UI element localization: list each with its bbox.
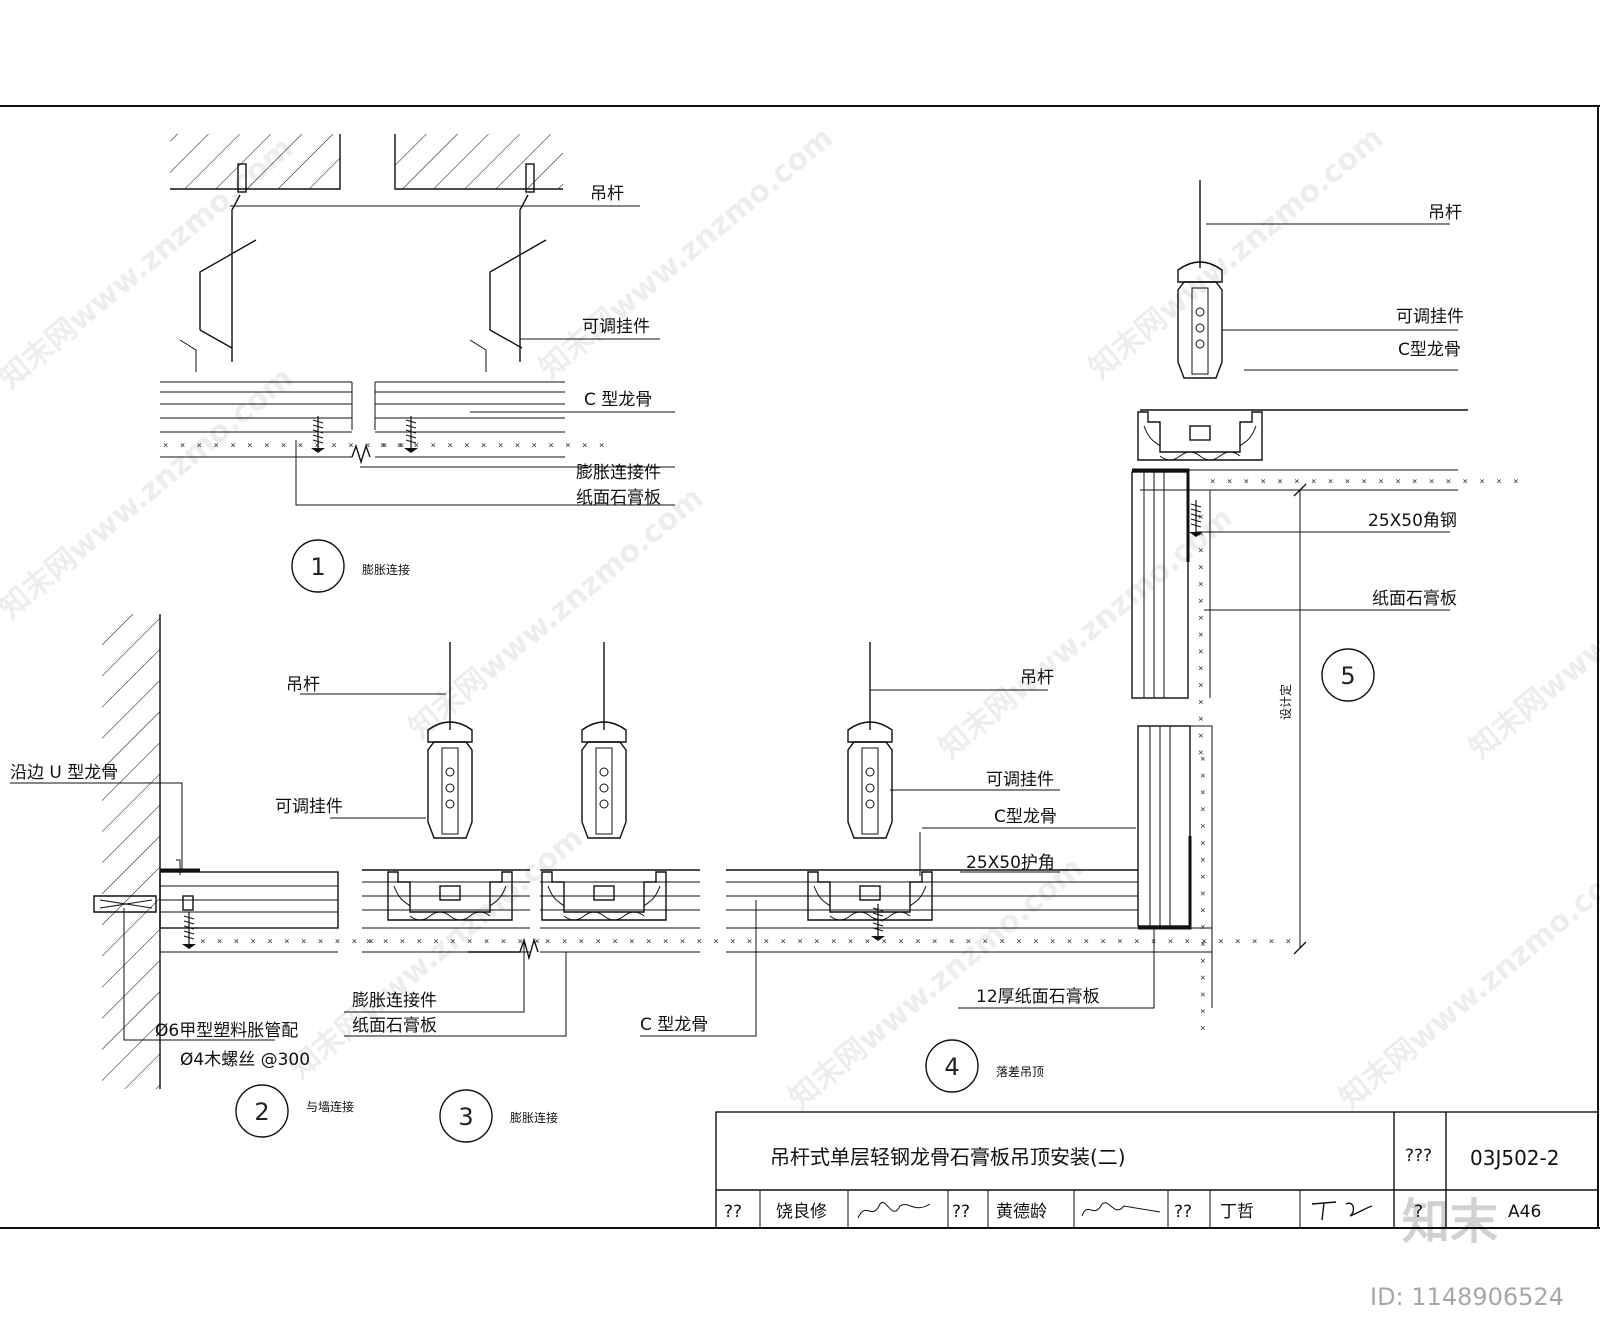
svg-text:知末网www.znzmo.com: 知末网www.znzmo.com [1333, 850, 1600, 1116]
gypsum-board: × × × × × × × × × × × × × × × × × × × × … [160, 431, 607, 465]
anchor-bolt [237, 163, 535, 193]
label-hanger: 可调挂件 [582, 317, 650, 337]
page-number: A46 [1508, 1202, 1541, 1222]
name-3: 丁哲 [1220, 1202, 1254, 1222]
label-hanger: 可调挂件 [275, 797, 343, 817]
detail-caption-4: 落差吊顶 [996, 1065, 1044, 1079]
watermark-layer: 知末网www.znzmo.com 知末网www.znzmo.com 知末网www… [0, 120, 1600, 1311]
svg-text:× × × × × × × × × × × × × × ×: × × × × × × × × × × × × × × × × × × × × … [730, 937, 1294, 947]
detail-number-5: 5 [1340, 662, 1355, 690]
vertical-board-block [1131, 471, 1189, 699]
role-3: ?? [1174, 1202, 1192, 1222]
concrete-slab-right [395, 134, 563, 189]
svg-text:知末网www.znzmo.com: 知末网www.znzmo.com [1083, 120, 1390, 386]
label-u-keel: 沿边 U 型龙骨 [10, 763, 118, 783]
svg-text:知末网www.znzmo.com: 知末网www.znzmo.com [283, 820, 590, 1086]
label-rod: 吊杆 [286, 675, 320, 695]
wall-hatch [102, 614, 160, 1089]
concrete-slab-left [170, 134, 340, 189]
svg-text:知末网www.znzmo.com: 知末网www.znzmo.com [0, 130, 300, 396]
label-c-keel: C型龙骨 [994, 807, 1057, 827]
angle-steel [1132, 468, 1190, 562]
svg-text:× × × × × × × × × × × × × × ×: × × × × × × × × × × × × × × × [1195, 514, 1205, 758]
svg-text:知末网www.znzmo.com: 知末网www.znzmo.com [533, 120, 840, 386]
label-c-keel: C型龙骨 [1398, 340, 1461, 360]
svg-text:× × × × × × × × × × × × × × ×: × × × × × × × × × × × × × × × × × [1197, 756, 1207, 1034]
detail-number-4: 4 [944, 1053, 959, 1081]
corner-guard [1138, 836, 1192, 930]
detail-marker-2 [235, 1084, 289, 1138]
detail-caption-2: 与墙连接 [306, 1099, 354, 1114]
detail-marker-1 [291, 539, 345, 593]
detail-caption-1: 膨胀连接 [362, 562, 410, 577]
label-rod: 吊杆 [1428, 203, 1462, 223]
drop-board-block [1137, 725, 1191, 927]
detail-4: × × × × × × × × × × × × × × × × × × × × … [640, 642, 1294, 1093]
label-hanger: 可调挂件 [1396, 307, 1464, 327]
label-anchor: Ø6甲型塑料胀管配 [155, 1021, 298, 1041]
detail-number-2: 2 [254, 1098, 269, 1126]
detail-caption-3: 膨胀连接 [510, 1110, 558, 1125]
label-board: 纸面石膏板 [576, 487, 661, 508]
signature-2 [1081, 1202, 1161, 1217]
svg-text:× × × × × × × × × × ×: × × × × × × × × × × × [545, 937, 722, 947]
brand-logo: 知末 [1402, 1194, 1498, 1250]
label-design: 设计定 [1278, 684, 1293, 720]
label-rod: 吊杆 [590, 184, 624, 204]
name-2: 黄德龄 [996, 1202, 1047, 1222]
hanger-rod [179, 194, 547, 372]
label-board: 纸面石膏板 [352, 1015, 437, 1036]
detail-marker-3 [439, 1089, 493, 1143]
drawing-title: 吊杆式单层轻钢龙骨石膏板吊顶安装(二) [770, 1145, 1126, 1169]
svg-text:知末网www.znzmo.com: 知末网www.znzmo.com [403, 480, 710, 746]
detail-5: × × × × × × × × × × × × × × × × × × × × … [1131, 180, 1521, 955]
detail-number-1: 1 [310, 553, 325, 581]
detail-2: × × × × × × × × × × × 沿边 U 型龙骨 Ø6甲型塑料胀管配… [10, 614, 377, 1138]
label-board12: 12厚纸面石膏板 [976, 986, 1100, 1007]
label-c-keel: C 型龙骨 [584, 390, 652, 410]
label-hanger: 可调挂件 [986, 770, 1054, 790]
svg-text:× × × × × × × × × × × × × ×: × × × × × × × × × × × × × × [380, 441, 607, 451]
label-c-keel-low: C 型龙骨 [640, 1015, 708, 1035]
signature-1 [857, 1201, 931, 1219]
svg-text:× × × × × × × × × × × × × × ×: × × × × × × × × × × × × × × × [163, 441, 407, 451]
title-block: 吊杆式单层轻钢龙骨石膏板吊顶安装(二) ??? 03J502-2 ? A46 ?… [715, 1111, 1599, 1229]
svg-text:知末网www.znzmo.com: 知末网www.znzmo.com [0, 360, 300, 626]
detail-3: × × × × × × × × × × × × × × × × × × × × … [275, 642, 722, 1143]
role-2: ?? [952, 1202, 970, 1222]
label-connector: 膨胀连接件 [352, 991, 437, 1011]
detail-marker-4 [925, 1039, 979, 1093]
atlas-label: ??? [1405, 1146, 1432, 1166]
c-keel-section [160, 381, 565, 430]
label-corner: 25X50护角 [966, 853, 1055, 873]
label-screw: Ø4木螺丝 @300 [180, 1050, 310, 1070]
svg-text:× × × × × × × × × × × × × × ×: × × × × × × × × × × × × × × × × × × × [1210, 477, 1521, 487]
svg-text:× × × × × × × × × × ×: × × × × × × × × × × × [200, 937, 377, 947]
label-board: 纸面石膏板 [1372, 588, 1457, 609]
image-id: ID: 1148906524 [1370, 1283, 1564, 1311]
detail-1: × × × × × × × × × × × × × × × × × × × × … [160, 134, 675, 593]
signature-3 [1311, 1201, 1373, 1221]
label-rod: 吊杆 [1020, 668, 1054, 688]
detail-number-3: 3 [458, 1103, 473, 1131]
name-1: 饶良修 [776, 1202, 827, 1222]
svg-text:知末网www.znzmo.com: 知末网www.znzmo.com [1463, 500, 1600, 766]
role-1: ?? [724, 1202, 742, 1222]
atlas-number: 03J502-2 [1470, 1146, 1559, 1170]
label-connector: 膨胀连接件 [576, 463, 661, 483]
label-angle: 25X50角钢 [1368, 511, 1457, 531]
detail-marker-5 [1321, 648, 1375, 702]
svg-text:× × × × × × × × × × ×: × × × × × × × × × × × [366, 937, 543, 947]
page-label: ? [1414, 1202, 1423, 1222]
plastic-anchor [93, 895, 157, 913]
